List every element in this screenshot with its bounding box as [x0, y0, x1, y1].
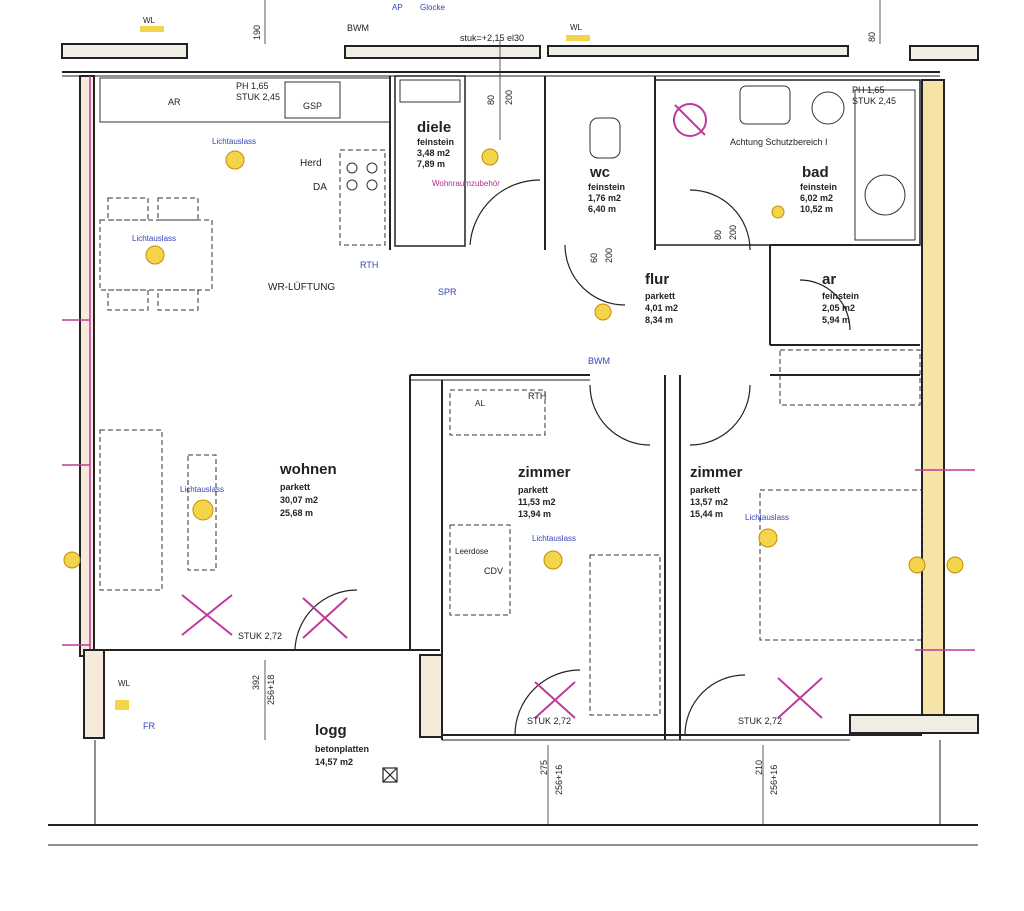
ceiling-symbols [181, 103, 823, 719]
label-bwm-flur: BWM [588, 356, 610, 366]
label-stuk-zimmer-2: STUK 2,72 [738, 716, 783, 726]
label-stuk-wohnen: STUK 2,72 [238, 631, 283, 641]
label-wl-3: WL [118, 679, 130, 688]
room-name-diele: diele [417, 119, 452, 136]
label-lichtauslass-zimmer-1: Lichtauslass [532, 534, 577, 543]
label-herd: Herd [300, 158, 322, 169]
dim-392: 392 [251, 674, 261, 690]
wl-tags [115, 26, 590, 710]
room-name-zimmer-2: zimmer [690, 464, 743, 481]
dim-80-bad: 80 [713, 229, 723, 240]
label-stuk-right: STUK 2,45 [852, 96, 897, 106]
label-stuk-top: stuk=+2,15 el30 [460, 33, 525, 43]
room-area-logg: 14,57 m2 [315, 757, 354, 767]
room-area-zimmer-2: 13,57 m2 [690, 497, 729, 507]
kitchen-counter [99, 77, 391, 191]
room-floor-zimmer-1: parkett [518, 485, 549, 495]
label-da: DA [313, 182, 327, 193]
label-al: AL [475, 399, 485, 408]
label-stuk-left: STUK 2,45 [236, 92, 281, 102]
label-achtung: Achtung Schutzbereich I [730, 137, 828, 147]
room-perimeter-diele: 7,89 m [417, 159, 446, 169]
label-cdv: CDV [484, 566, 504, 576]
room-floor-bad: feinstein [800, 182, 838, 192]
label-lichtauslass-kitchen: Lichtauslass [212, 137, 257, 146]
doors [294, 179, 851, 736]
dim-190: 190 [252, 24, 262, 40]
label-ph-left: PH 1,65 [236, 81, 269, 91]
label-rth-1: RTH [360, 260, 379, 270]
dim-275: 275 [539, 759, 549, 775]
room-area-wohnen: 30,07 m2 [280, 495, 319, 505]
dim-80-top: 80 [867, 31, 877, 42]
label-leerdose: Leerdose [455, 547, 489, 556]
dim-256-wohnen: 256+18 [266, 674, 276, 705]
label-lichtauslass-dining: Lichtauslass [132, 234, 177, 243]
room-name-wc: wc [590, 164, 611, 181]
room-perimeter-flur: 8,34 m [645, 315, 674, 325]
room-floor-logg: betonplatten [315, 744, 369, 754]
room-name-wohnen: wohnen [280, 461, 337, 478]
dim-80-diele: 80 [486, 94, 496, 105]
dim-256-zimmer-2: 256+16 [769, 764, 779, 795]
label-spr: SPR [438, 287, 457, 297]
room-perimeter-zimmer-2: 15,44 m [690, 509, 724, 519]
label-rth-2: RTH [528, 391, 547, 401]
label-gsp: GSP [303, 101, 323, 111]
label-wr-lueftung: WR-LÜFTUNG [268, 282, 336, 293]
label-fr: FR [143, 721, 155, 731]
room-floor-flur: parkett [645, 291, 676, 301]
room-name-logg: logg [315, 722, 347, 739]
room-name-flur: flur [645, 271, 670, 288]
room-area-diele: 3,48 m2 [417, 148, 451, 158]
label-lichtauslass-zimmer-2: Lichtauslass [745, 513, 790, 522]
room-perimeter-ar: 5,94 m [822, 315, 851, 325]
room-perimeter-bad: 10,52 m [800, 204, 834, 214]
room-perimeter-zimmer-1: 13,94 m [518, 509, 552, 519]
room-area-wc: 1,76 m2 [588, 193, 622, 203]
room-area-bad: 6,02 m2 [800, 193, 834, 203]
label-wohnraumzubehoer: Wohnraumzubehör [432, 179, 500, 188]
label-stuk-zimmer-1: STUK 2,72 [527, 716, 572, 726]
room-name-ar: ar [822, 271, 837, 288]
room-floor-wohnen: parkett [280, 482, 311, 492]
label-ph-right: PH 1,65 [852, 85, 885, 95]
label-wl-2: WL [570, 23, 582, 32]
dimension-lines [264, 0, 881, 825]
dim-200-diele: 200 [504, 89, 514, 105]
dim-210: 210 [754, 759, 764, 775]
walls [48, 43, 979, 846]
furniture [99, 149, 923, 716]
label-ar-small: AR [168, 97, 181, 107]
light-outlets [63, 148, 964, 574]
room-area-flur: 4,01 m2 [645, 303, 679, 313]
room-area-zimmer-1: 11,53 m2 [518, 497, 556, 507]
room-floor-wc: feinstein [588, 182, 626, 192]
dim-200-bad: 200 [728, 224, 738, 240]
dim-60-wc: 60 [589, 252, 599, 263]
label-ap: AP [392, 3, 403, 12]
drain-symbol [382, 767, 398, 783]
room-perimeter-wohnen: 25,68 m [280, 508, 314, 518]
room-name-bad: bad [802, 164, 829, 181]
room-name-zimmer-1: zimmer [518, 464, 571, 481]
room-perimeter-wc: 6,40 m [588, 204, 617, 214]
room-floor-zimmer-2: parkett [690, 485, 721, 495]
room-floor-ar: feinstein [822, 291, 860, 301]
label-bwm-top: BWM [347, 23, 369, 33]
label-glocke: Glocke [420, 3, 445, 12]
dim-200-wc: 200 [604, 247, 614, 263]
label-lichtauslass-wohnen: Lichtauslass [180, 485, 225, 494]
room-floor-diele: feinstein [417, 137, 455, 147]
bath-fixtures [399, 79, 916, 241]
window-marks [62, 319, 975, 651]
dim-256-zimmer-1: 256+16 [554, 764, 564, 795]
room-area-ar: 2,05 m2 [822, 303, 856, 313]
label-wl-1: WL [143, 16, 155, 25]
